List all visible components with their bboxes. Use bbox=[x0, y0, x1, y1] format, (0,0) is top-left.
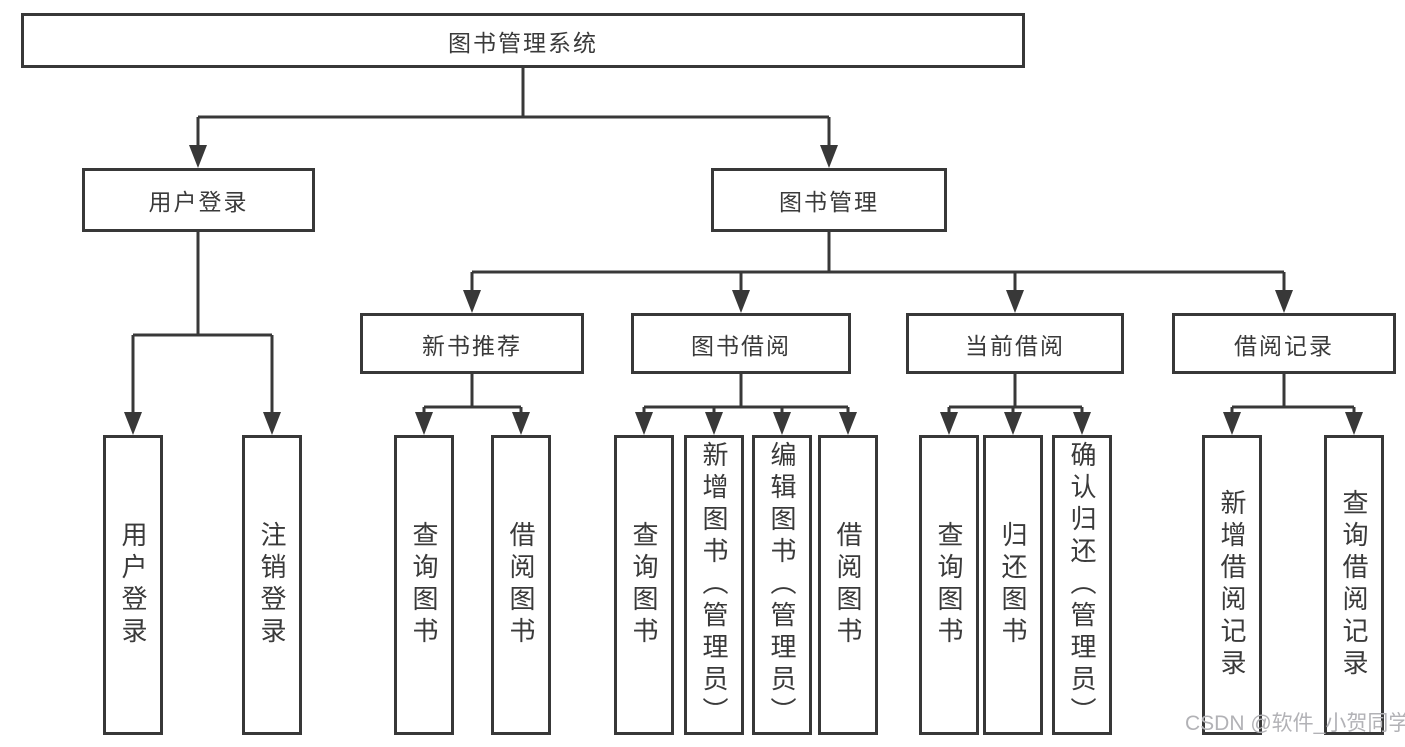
leaf-query-books-borrow: 查询图书 bbox=[614, 435, 674, 735]
leaf-query-borrow-record: 查询借阅记录 bbox=[1324, 435, 1384, 735]
leaf-user-login: 用户登录 bbox=[103, 435, 163, 735]
leaf-user-login-label: 用户登录 bbox=[118, 521, 148, 649]
node-current-borrowing: 当前借阅 bbox=[906, 313, 1124, 374]
leaf-query-books-borrow-label: 查询图书 bbox=[629, 521, 659, 649]
leaf-return-books: 归还图书 bbox=[983, 435, 1043, 735]
leaf-add-books-admin-label: 新增图书（管理员） bbox=[699, 441, 729, 729]
node-new-book-recommendation-label: 新书推荐 bbox=[422, 332, 522, 359]
leaf-edit-books-admin: 编辑图书（管理员） bbox=[752, 435, 812, 735]
node-book-management-label: 图书管理 bbox=[779, 189, 879, 215]
node-user-login-label: 用户登录 bbox=[148, 189, 249, 215]
watermark: CSDN @软件_小贺同学 bbox=[1185, 712, 1405, 735]
node-user-login: 用户登录 bbox=[82, 168, 315, 232]
leaf-query-books-recommend: 查询图书 bbox=[394, 435, 454, 735]
leaf-borrow-books-recommend: 借阅图书 bbox=[491, 435, 551, 735]
leaf-confirm-return-admin-label: 确认归还（管理员） bbox=[1067, 441, 1097, 729]
leaf-confirm-return-admin: 确认归还（管理员） bbox=[1052, 435, 1112, 735]
node-root-label: 图书管理系统 bbox=[448, 29, 598, 56]
node-book-borrowing-label: 图书借阅 bbox=[691, 332, 791, 359]
node-book-management: 图书管理 bbox=[711, 168, 947, 232]
leaf-edit-books-admin-label: 编辑图书（管理员） bbox=[767, 441, 797, 729]
leaf-query-books-current-label: 查询图书 bbox=[934, 521, 964, 649]
leaf-add-borrow-record: 新增借阅记录 bbox=[1202, 435, 1262, 735]
leaf-return-books-label: 归还图书 bbox=[998, 521, 1028, 649]
leaf-query-books-recommend-label: 查询图书 bbox=[409, 521, 439, 649]
leaf-logout-login: 注销登录 bbox=[242, 435, 302, 735]
leaf-logout-login-label: 注销登录 bbox=[257, 521, 287, 649]
node-root: 图书管理系统 bbox=[21, 13, 1025, 68]
node-book-borrowing: 图书借阅 bbox=[631, 313, 851, 374]
leaf-query-books-current: 查询图书 bbox=[919, 435, 979, 735]
leaf-borrow-books-borrow: 借阅图书 bbox=[818, 435, 878, 735]
leaf-borrow-books-borrow-label: 借阅图书 bbox=[833, 521, 863, 649]
node-current-borrowing-label: 当前借阅 bbox=[965, 332, 1065, 359]
node-borrowing-records-label: 借阅记录 bbox=[1234, 332, 1334, 359]
leaf-borrow-books-recommend-label: 借阅图书 bbox=[506, 521, 536, 649]
leaf-add-borrow-record-label: 新增借阅记录 bbox=[1217, 489, 1247, 681]
leaf-query-borrow-record-label: 查询借阅记录 bbox=[1339, 489, 1369, 681]
leaf-add-books-admin: 新增图书（管理员） bbox=[684, 435, 744, 735]
node-new-book-recommendation: 新书推荐 bbox=[360, 313, 584, 374]
node-borrowing-records: 借阅记录 bbox=[1172, 313, 1396, 374]
